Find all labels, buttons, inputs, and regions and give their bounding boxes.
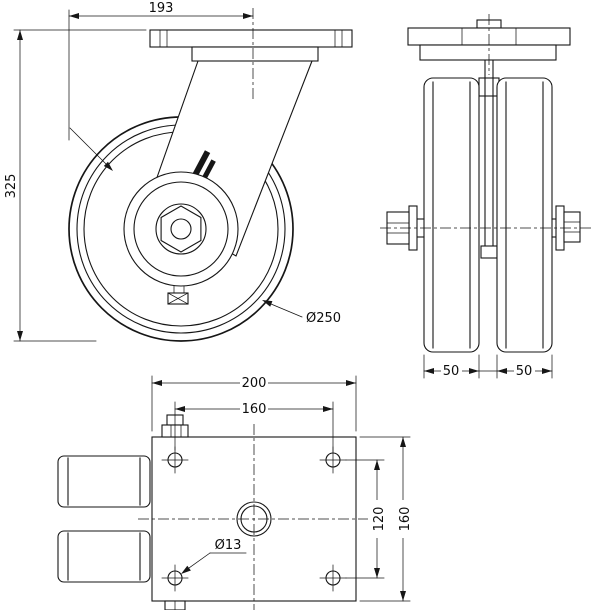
- dim-wheel-widths: 50 50: [423, 354, 553, 379]
- wheel-top-second: [57, 530, 151, 583]
- front-view: 193 325: [4, 1, 353, 342]
- mounting-bolt-bottom: [164, 600, 186, 610]
- tread-leader-arrow: [69, 127, 113, 171]
- dim-label-d13: Ø13: [215, 538, 242, 553]
- brand-mark: [190, 150, 216, 180]
- dim-bolt-spacing-vertical: 120: [345, 459, 387, 579]
- arrowhead: [69, 13, 79, 19]
- dim-bolt-spacing-horizontal: 160: [174, 401, 334, 453]
- arrowhead: [243, 13, 253, 19]
- wheel-left: [423, 77, 480, 353]
- dim-label-193: 193: [149, 1, 174, 16]
- swivel-housing-side: [419, 44, 557, 61]
- dim-label-160-right: 160: [398, 507, 413, 532]
- dim-label-50-right: 50: [516, 364, 533, 379]
- label-wheel-diameter: Ø250: [262, 300, 341, 326]
- dim-plate-width: 160: [359, 436, 413, 602]
- dim-label-d250: Ø250: [306, 311, 341, 326]
- dim-label-325: 325: [4, 174, 19, 199]
- arrowhead: [17, 331, 23, 341]
- dim-label-120: 120: [372, 507, 387, 532]
- dim-swivel-offset: 193: [68, 1, 254, 141]
- top-view: 200 160 120: [57, 375, 413, 610]
- wheel-top-first: [57, 455, 151, 508]
- dim-label-200: 200: [242, 376, 267, 391]
- bolt-holes: [161, 446, 347, 592]
- grease-fitting: [167, 285, 189, 305]
- swivel-housing: [191, 46, 319, 62]
- arrowhead: [17, 30, 23, 40]
- axle-hex-nut: [160, 205, 202, 253]
- center-leg: [478, 59, 500, 259]
- dim-overall-height: 325: [4, 29, 147, 342]
- wheel-hub: [123, 171, 239, 287]
- label-bolt-hole: Ø13: [181, 538, 247, 574]
- axle-center: [170, 218, 192, 240]
- mounting-plate: [149, 29, 353, 48]
- dim-label-50-left: 50: [443, 364, 460, 379]
- dim-label-160-top: 160: [242, 402, 267, 417]
- hex-nut-right: [563, 211, 581, 243]
- arrowhead: [262, 300, 273, 307]
- wheel-right: [496, 77, 553, 353]
- leader-line: [270, 303, 303, 318]
- dim-plate-length: 200: [151, 375, 357, 432]
- side-view: 50 50: [380, 14, 594, 379]
